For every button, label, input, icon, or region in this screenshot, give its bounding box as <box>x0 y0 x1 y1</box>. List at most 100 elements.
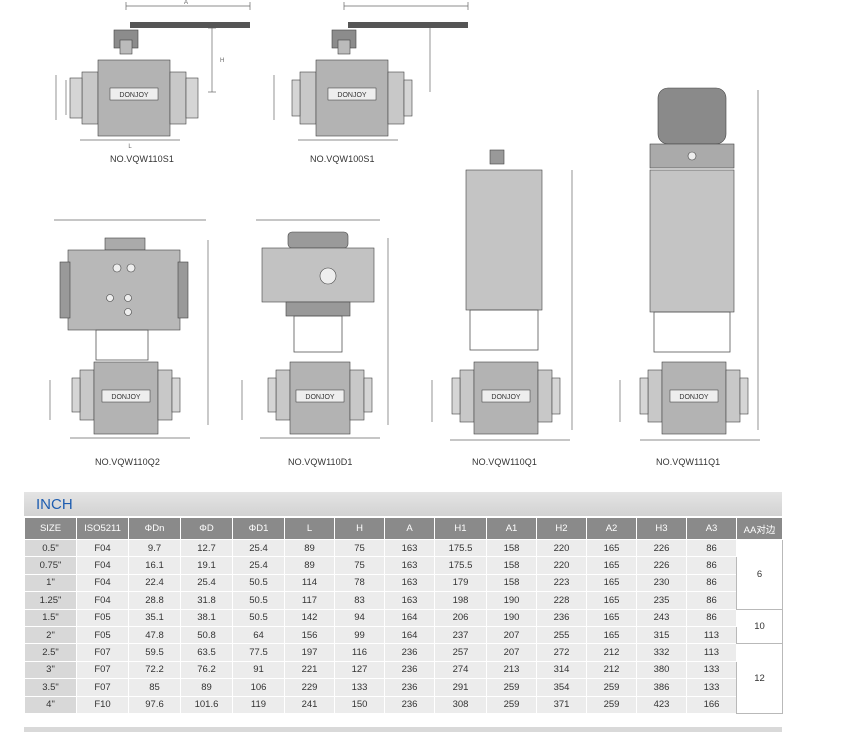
table-cell: 259 <box>586 678 637 697</box>
table-cell: 86 <box>686 608 737 627</box>
table-cell: 127 <box>334 660 385 680</box>
table-cell: 99 <box>334 625 385 645</box>
brand-label: DONJOY <box>305 394 335 401</box>
table-cell: 212 <box>586 643 637 662</box>
table-cell: 226 <box>636 556 687 575</box>
size-cell: 2" <box>24 625 77 645</box>
aa-cell: 10 <box>736 608 783 645</box>
table-cell: 236 <box>536 608 587 627</box>
table-cell: 75 <box>334 538 385 558</box>
table-cell: 158 <box>486 573 537 593</box>
table-cell: 206 <box>434 608 487 627</box>
column-header: A <box>384 517 435 540</box>
column-header: ISO5211 <box>76 517 129 540</box>
table-cell: 63.5 <box>180 643 233 662</box>
brand-label: DONJOY <box>111 394 141 401</box>
table-cell: 235 <box>636 591 687 610</box>
table-cell: 163 <box>384 538 435 558</box>
drawing-vqw110s1: DONJOY A H L <box>40 0 270 150</box>
column-header: SIZE <box>24 517 77 540</box>
table-cell: 50.5 <box>232 573 285 593</box>
drawing-vqw110q2: DONJOY <box>40 210 220 450</box>
table-cell: 220 <box>536 556 587 575</box>
table-cell: 236 <box>384 695 435 714</box>
table-cell: 119 <box>232 695 285 714</box>
table-cell: 25.4 <box>232 556 285 575</box>
table-cell: 272 <box>536 643 587 662</box>
size-cell: 3" <box>24 660 77 680</box>
table-cell: F05 <box>76 608 129 627</box>
table-cell: 166 <box>686 695 737 714</box>
table-cell: 165 <box>586 556 637 575</box>
column-header: H <box>334 517 385 540</box>
dimensions-table: SIZE ISO5211 ΦDn ΦD ΦD1 L H A H1 A1 H2 A… <box>24 517 783 714</box>
table-cell: 223 <box>536 573 587 593</box>
table-cell: 50.5 <box>232 591 285 610</box>
table-cell: 212 <box>586 660 637 680</box>
column-header: A2 <box>586 517 637 540</box>
table-cell: 64 <box>232 625 285 645</box>
table-cell: 163 <box>384 573 435 593</box>
drawing-vqw110d1: DONJOY <box>230 210 410 450</box>
table-cell: 142 <box>284 608 335 627</box>
table-cell: 86 <box>686 538 737 558</box>
table-cell: 221 <box>284 660 335 680</box>
caption-vqw100s1: NO.VQW100S1 <box>310 154 375 164</box>
size-cell: 4" <box>24 695 77 714</box>
table-cell: 50.8 <box>180 625 233 645</box>
table-cell: 354 <box>536 678 587 697</box>
table-cell: F04 <box>76 591 129 610</box>
table-cell: 314 <box>536 660 587 680</box>
table-cell: 175.5 <box>434 556 487 575</box>
table-cell: 78 <box>334 573 385 593</box>
table-cell: 197 <box>284 643 335 662</box>
caption-vqw110d1: NO.VQW110D1 <box>288 457 353 467</box>
table-cell: 236 <box>384 660 435 680</box>
bottom-divider <box>24 727 782 732</box>
table-cell: 72.2 <box>128 660 181 680</box>
table-cell: 165 <box>586 625 637 645</box>
table-cell: 150 <box>334 695 385 714</box>
table-cell: 38.1 <box>180 608 233 627</box>
table-cell: 85 <box>128 678 181 697</box>
table-cell: 114 <box>284 573 335 593</box>
table-cell: 165 <box>586 573 637 593</box>
table-cell: 237 <box>434 625 487 645</box>
table-cell: F07 <box>76 643 129 662</box>
table-cell: F04 <box>76 556 129 575</box>
table-cell: 86 <box>686 591 737 610</box>
table-cell: 156 <box>284 625 335 645</box>
aa-cell: 6 <box>736 539 783 610</box>
brand-label: DONJOY <box>491 394 521 401</box>
table-cell: 158 <box>486 538 537 558</box>
dim-label-l: L <box>128 144 132 150</box>
table-cell: 25.4 <box>180 573 233 593</box>
table-cell: 315 <box>636 625 687 645</box>
table-cell: 47.8 <box>128 625 181 645</box>
table-cell: 371 <box>536 695 587 714</box>
column-header: H2 <box>536 517 587 540</box>
size-cell: 2.5" <box>24 643 77 662</box>
brand-label: DONJOY <box>679 394 709 401</box>
table-cell: 163 <box>384 591 435 610</box>
table-cell: 228 <box>536 591 587 610</box>
table-cell: 243 <box>636 608 687 627</box>
table-cell: 198 <box>434 591 487 610</box>
table-cell: 190 <box>486 591 537 610</box>
table-cell: 59.5 <box>128 643 181 662</box>
table-cell: 220 <box>536 538 587 558</box>
table-cell: F04 <box>76 538 129 558</box>
brand-label: DONJOY <box>337 92 367 99</box>
table-cell: F07 <box>76 678 129 697</box>
table-cell: 83 <box>334 591 385 610</box>
table-cell: 386 <box>636 678 687 697</box>
drawing-vqw111q1: DONJOY <box>610 80 790 450</box>
